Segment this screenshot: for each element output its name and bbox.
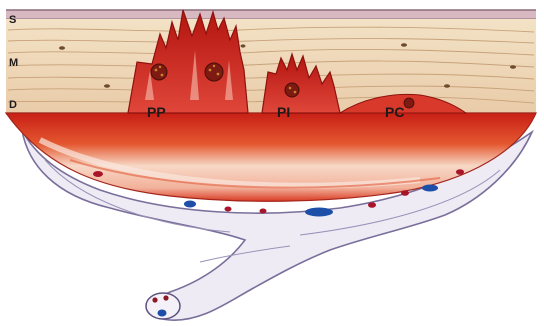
pp-label: PP <box>147 104 166 120</box>
mucosa-label: D <box>9 99 17 111</box>
serosa-label: S <box>9 14 16 26</box>
muscle-label: M <box>9 57 18 69</box>
pc-label: PC <box>385 104 404 120</box>
pi-label: PI <box>277 104 290 120</box>
serosa-layer <box>6 10 536 19</box>
